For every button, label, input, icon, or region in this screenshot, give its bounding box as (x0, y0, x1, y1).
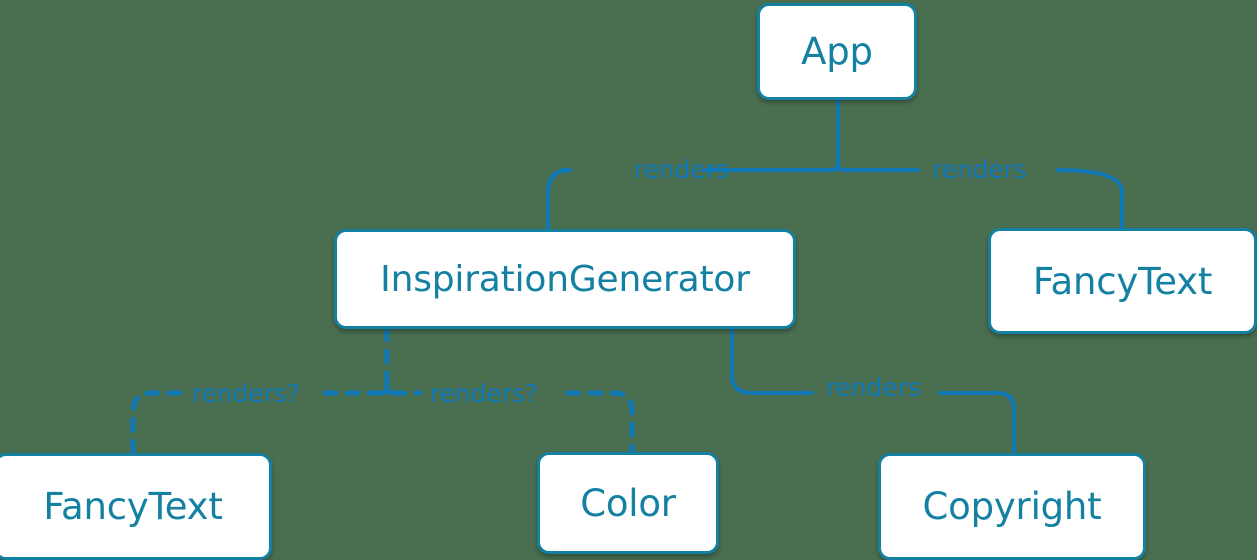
edge-inspiration-generator-to-fancytext-bottom-corner (130, 390, 183, 456)
edge-app-to-inspiration-generator-corner (546, 168, 572, 231)
node-color[interactable]: Color (537, 452, 719, 554)
edge-label-app-to-inspiration-generator: renders (634, 155, 729, 184)
node-inspiration-generator-label: InspirationGenerator (380, 258, 750, 300)
node-app-label: App (801, 30, 873, 73)
node-copyright[interactable]: Copyright (878, 453, 1146, 560)
edge-dashed-junction-right (384, 384, 397, 396)
node-fancytext-bottom[interactable]: FancyText (0, 453, 272, 560)
edge-app-stem-left (830, 162, 840, 172)
edge-label-inspiration-generator-to-color: renders? (430, 379, 538, 408)
node-app[interactable]: App (757, 3, 917, 100)
edge-inspiration-generator-to-color-corner (565, 390, 635, 455)
edge-inspiration-generator-to-copyright-tail (938, 391, 1016, 455)
edge-app-to-fancytext-corner (1056, 168, 1124, 230)
edge-app-stem (836, 98, 846, 172)
node-fancytext-right[interactable]: FancyText (988, 228, 1257, 334)
node-color-label: Color (580, 481, 676, 525)
node-fancytext-right-label: FancyText (1032, 259, 1213, 303)
node-inspiration-generator[interactable]: InspirationGenerator (334, 229, 796, 329)
edge-label-inspiration-generator-to-fancytext: renders? (192, 379, 300, 408)
node-copyright-label: Copyright (922, 485, 1102, 528)
edge-label-app-to-fancytext: renders (932, 155, 1027, 184)
node-fancytext-bottom-label: FancyText (43, 485, 223, 528)
edge-inspiration-generator-to-copyright (730, 327, 814, 395)
edge-dashed-junction-left (377, 384, 390, 396)
edge-label-inspiration-generator-to-copyright: renders (826, 373, 921, 402)
